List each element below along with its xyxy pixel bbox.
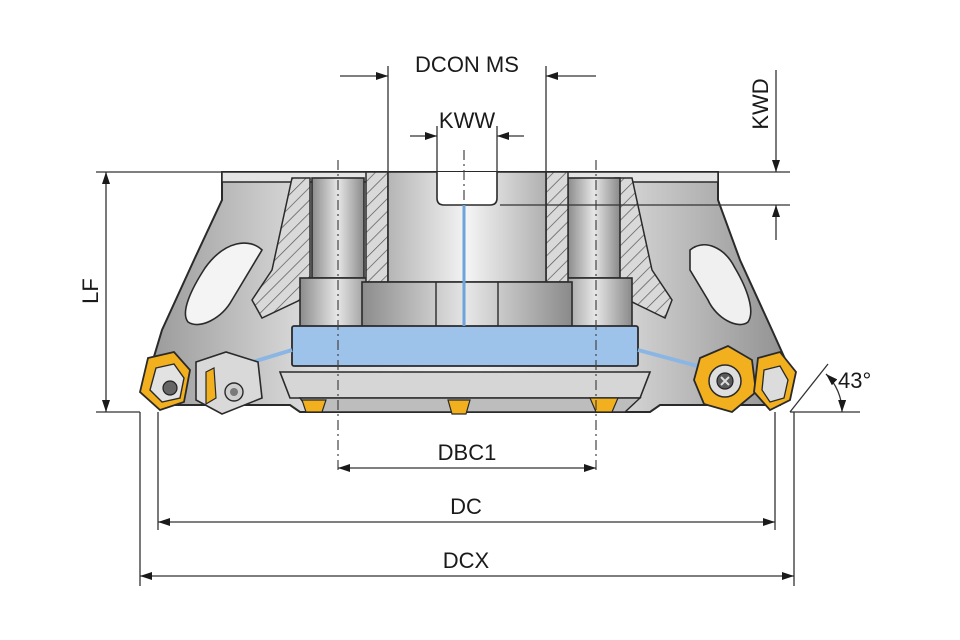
dim-lf: [96, 171, 222, 413]
label-dcon-ms: DCON MS: [415, 52, 519, 77]
centerlines: [337, 150, 597, 470]
label-kwd: KWD: [748, 78, 773, 129]
bore-wall-left: [365, 171, 389, 283]
dim-dc: [157, 412, 776, 530]
left-insert-group: [139, 351, 263, 415]
bore-wall-right: [545, 171, 569, 283]
label-kww: KWW: [439, 108, 495, 133]
label-lf: LF: [78, 278, 103, 304]
coolant-ring: [291, 325, 639, 367]
dim-kwd: [500, 70, 790, 240]
torx-screw-icon: [162, 380, 178, 396]
label-dcx: DCX: [443, 548, 490, 573]
dim-dcx: [139, 412, 795, 586]
right-bolt-bore: [567, 177, 621, 279]
label-angle: 43°: [838, 368, 871, 393]
label-dbc1: DBC1: [438, 440, 497, 465]
bottom-face: [278, 371, 652, 399]
lower-insert-2: [447, 399, 471, 415]
left-section-hatch: [251, 177, 311, 319]
right-chip-flute: [689, 244, 752, 326]
lower-insert-1: [301, 399, 327, 413]
dim-angle: [789, 363, 860, 413]
right-insert-group: [693, 344, 797, 413]
left-chip-flute: [184, 242, 264, 326]
keyway-slot: [436, 172, 498, 206]
dim-dcon-ms: [340, 66, 596, 172]
arbor-step: [361, 281, 573, 329]
lower-insert-3: [589, 397, 619, 413]
label-dc: DC: [450, 494, 482, 519]
dim-kww: [410, 126, 524, 172]
